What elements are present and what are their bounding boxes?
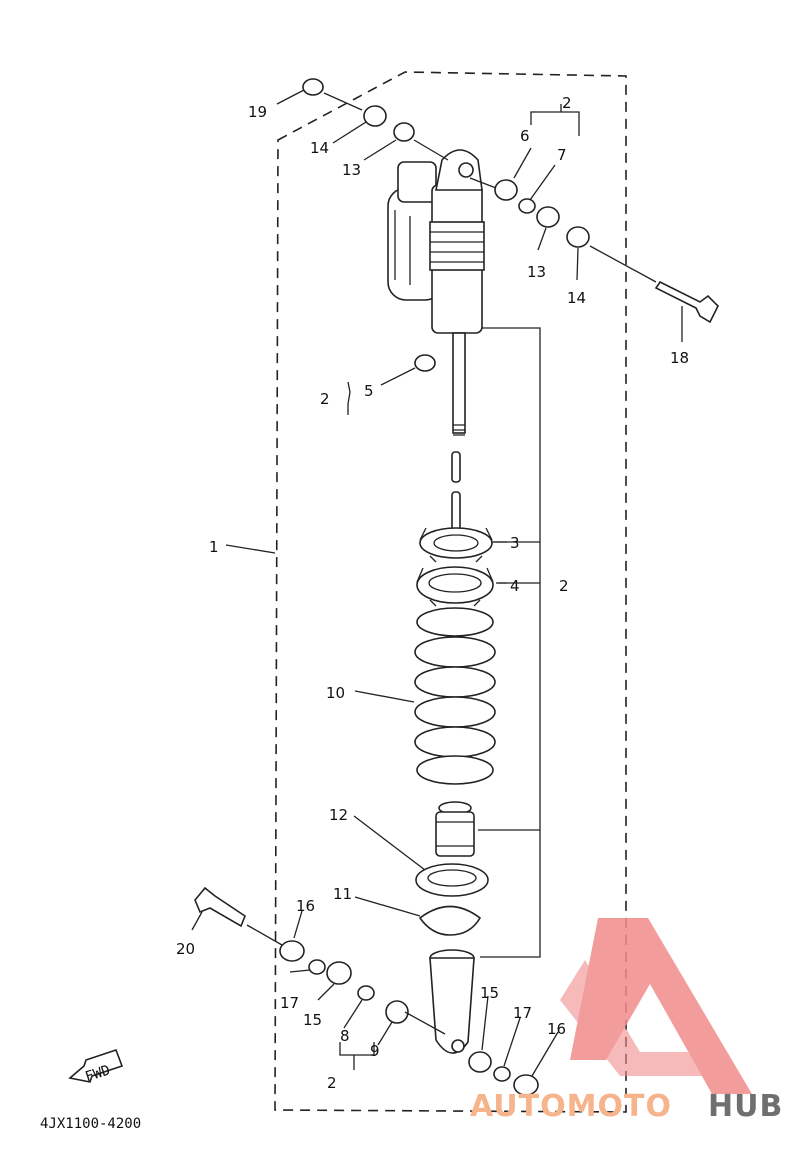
washer-15-right [468,1051,492,1073]
callout-11: 11 [333,885,352,903]
callout-3: 3 [510,534,520,552]
bearing-6 [494,179,518,201]
callout-13-left: 13 [342,161,361,179]
flange-nut-19 [302,78,324,96]
collar-14-left [363,105,387,127]
leader-lines [191,89,683,1077]
fwd-label: FWD [83,1062,112,1085]
callout-5: 5 [364,382,374,400]
callout-16-right: 16 [547,1020,566,1038]
watermark-text-b: HUB [708,1089,783,1124]
reservoir [387,161,444,301]
top-hardware [302,78,719,372]
bottom-hardware [194,886,539,1096]
watermark-text-a: AUTOMOTO [470,1089,672,1124]
circlip-17-left [308,959,326,975]
collar-16-right [513,1074,539,1096]
callout-8: 8 [340,1027,350,1045]
callout-7: 7 [557,146,567,164]
circlip-8 [357,985,375,1001]
lower-clevis [429,949,475,1054]
assembly-boundary [274,71,627,1113]
callout-10: 10 [326,684,345,702]
watermark-logo-icon [560,918,752,1094]
callout-17-left: 17 [280,994,299,1012]
fwd-arrow-icon: FWD [68,1048,124,1085]
spring [414,607,496,785]
washer-13-right [536,206,560,228]
callout-2-bottom: 2 [327,1074,337,1092]
callout-4: 4 [510,577,520,595]
callout-9: 9 [370,1042,380,1060]
diagram-code: 4JX1100-4200 [40,1116,141,1132]
bolt-20 [194,886,246,928]
spring-stopper [418,905,482,936]
circlip-17-right [493,1066,511,1082]
callout-15-left: 15 [303,1011,322,1029]
collar-14-right [566,226,590,248]
callout-16-left: 16 [296,897,315,915]
callout-14-left: 14 [310,139,329,157]
group-bracket [478,327,541,958]
callout-17-right: 17 [513,1004,532,1022]
bearing-9 [385,1000,409,1024]
collar-16-left [279,940,305,962]
callout-1: 1 [209,538,219,556]
washer-13-left [393,122,415,142]
callout-14-right: 14 [567,289,586,307]
callout-13-right: 13 [527,263,546,281]
bracket-top [530,104,580,136]
bearing-5 [414,354,436,372]
callout-6: 6 [520,127,530,145]
adjusting-nut [416,566,494,607]
bolt-18 [654,280,719,324]
callout-2-left: 2 [320,390,330,408]
washer-15-left [326,961,352,985]
circlip-7 [518,198,536,214]
callout-19: 19 [248,103,267,121]
spring-guide [415,863,489,897]
callout-18: 18 [670,349,689,367]
callout-12: 12 [329,806,348,824]
bump-stop [435,801,475,857]
callout-15-right: 15 [480,984,499,1002]
callout-2-top: 2 [562,94,572,112]
callout-20: 20 [176,940,195,958]
callout-2-mid: 2 [559,577,569,595]
rod-piece [451,451,461,483]
shock-body [429,149,485,436]
lock-nut [419,527,493,563]
